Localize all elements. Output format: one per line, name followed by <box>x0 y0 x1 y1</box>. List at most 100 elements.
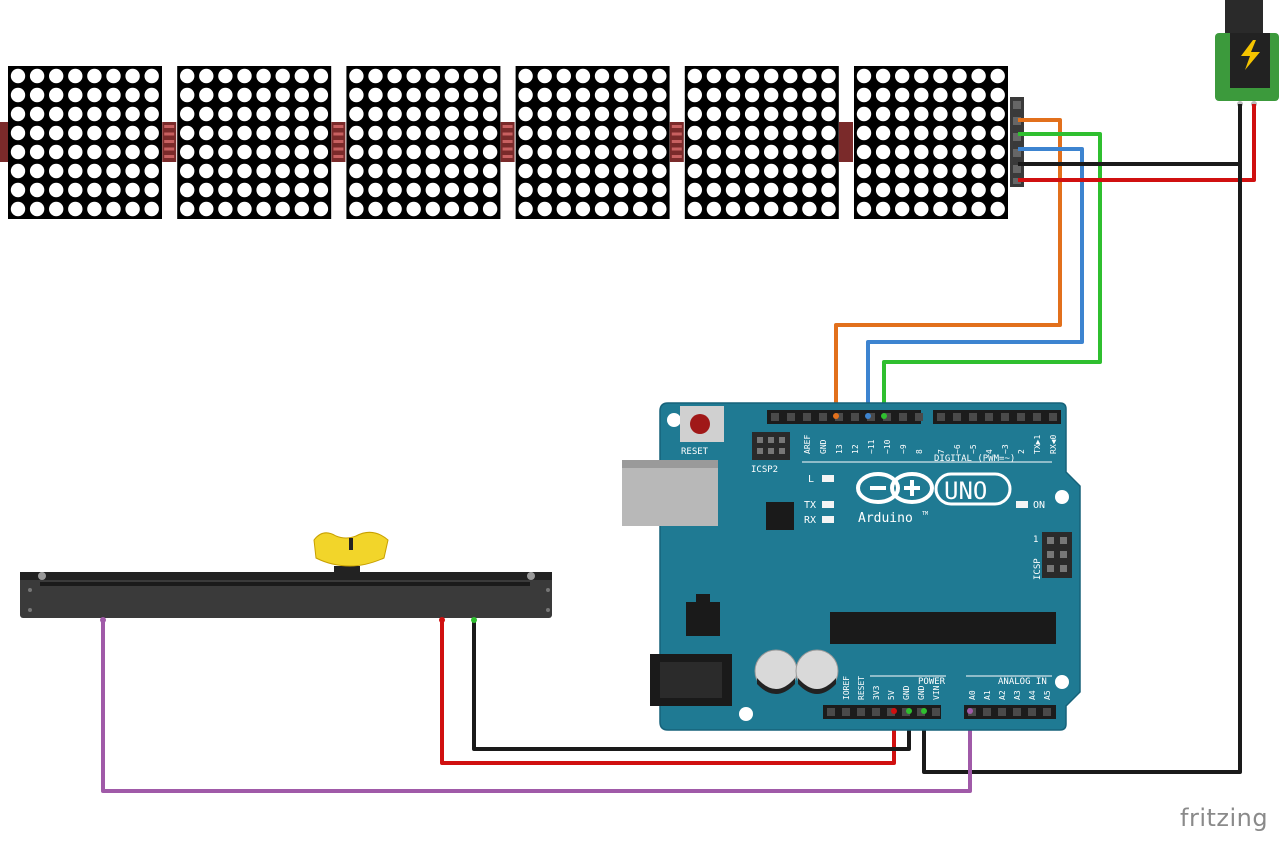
led-dot <box>144 144 159 160</box>
header-pin[interactable] <box>998 708 1006 716</box>
header-pin[interactable] <box>835 413 843 421</box>
led-dot <box>556 182 571 198</box>
header-pin[interactable] <box>915 413 923 421</box>
led-dot <box>764 125 779 141</box>
header-pin[interactable] <box>953 413 961 421</box>
led-dot <box>764 87 779 103</box>
led-dot <box>125 163 140 179</box>
led-dot <box>218 144 233 160</box>
led-dot <box>349 163 364 179</box>
led-dot <box>199 144 214 160</box>
pin-label: ~6 <box>953 444 962 454</box>
led-dot <box>821 125 836 141</box>
header-pin[interactable] <box>937 413 945 421</box>
led-dot <box>425 106 440 122</box>
led-dot <box>971 106 986 122</box>
pin-label: A1 <box>983 690 992 700</box>
led-dot <box>537 68 552 84</box>
led-dot <box>802 163 817 179</box>
led-dot <box>256 106 271 122</box>
led-dot <box>537 144 552 160</box>
led-dot <box>144 87 159 103</box>
header-pin[interactable] <box>867 413 875 421</box>
led-dot <box>821 201 836 217</box>
led-dot <box>952 125 967 141</box>
led-dot <box>275 68 290 84</box>
led-dot <box>537 87 552 103</box>
led-dot <box>482 68 498 84</box>
header-pin[interactable] <box>851 413 859 421</box>
header-pin[interactable] <box>1033 413 1041 421</box>
led-dot <box>349 68 364 84</box>
header-pin[interactable] <box>827 708 835 716</box>
header-pin[interactable] <box>932 708 940 716</box>
header-pin[interactable] <box>771 413 779 421</box>
led-dot <box>463 163 479 179</box>
header-pin[interactable] <box>887 708 895 716</box>
header-pin[interactable] <box>803 413 811 421</box>
led-dot <box>875 125 891 141</box>
matrix-connector <box>331 122 346 162</box>
led-dot <box>875 201 891 217</box>
led-dot <box>482 87 498 103</box>
header-pin[interactable] <box>819 413 827 421</box>
led-dot <box>537 182 552 198</box>
header-pin[interactable] <box>1049 413 1057 421</box>
header-pin[interactable] <box>899 413 907 421</box>
header-pin[interactable] <box>1043 708 1051 716</box>
led-dot <box>556 87 571 103</box>
led-dot <box>125 125 140 141</box>
led-dot <box>783 87 798 103</box>
led-dot <box>783 182 798 198</box>
led-matrix-chain <box>0 66 1008 219</box>
header-pin[interactable] <box>902 708 910 716</box>
led-dot <box>10 68 26 84</box>
pin-label: ~10 <box>883 439 892 454</box>
led-dot <box>463 68 479 84</box>
led-dot <box>633 68 648 84</box>
led-dot <box>652 163 667 179</box>
header-pin[interactable] <box>1017 413 1025 421</box>
led-dot <box>971 144 986 160</box>
led-dot <box>275 106 290 122</box>
pin-label: GND <box>902 685 911 700</box>
led-dot <box>518 106 533 122</box>
led-dot <box>313 201 329 217</box>
led-dot <box>764 144 779 160</box>
led-dot <box>575 201 591 217</box>
led-dot <box>368 201 383 217</box>
led-dot <box>463 144 479 160</box>
led-dot <box>744 201 760 217</box>
led-dot <box>518 87 533 103</box>
led-dot <box>856 182 872 198</box>
led-dot <box>29 125 45 141</box>
header-pin[interactable] <box>1001 413 1009 421</box>
header-pin[interactable] <box>883 413 891 421</box>
header-pin[interactable] <box>983 708 991 716</box>
led-dot <box>652 106 667 122</box>
header-pin[interactable] <box>1028 708 1036 716</box>
header-pin[interactable] <box>787 413 795 421</box>
pin-label: 2 <box>1017 449 1026 454</box>
led-dot <box>613 87 629 103</box>
header-pin[interactable] <box>969 413 977 421</box>
led-dot <box>294 125 309 141</box>
header-pin[interactable] <box>842 708 850 716</box>
led-dot <box>275 201 290 217</box>
led-dot <box>633 163 648 179</box>
led-dot <box>10 125 26 141</box>
header-pin[interactable] <box>872 708 880 716</box>
led-dot <box>406 106 421 122</box>
icsp-header <box>1042 532 1072 578</box>
led-dot <box>349 201 364 217</box>
header-pin[interactable] <box>857 708 865 716</box>
header-pin[interactable] <box>1013 708 1021 716</box>
header-pin[interactable] <box>985 413 993 421</box>
led-dot <box>68 125 83 141</box>
led-dot <box>652 144 667 160</box>
led-dot <box>633 201 648 217</box>
header-pin[interactable] <box>917 708 925 716</box>
led-dot <box>594 106 610 122</box>
led-dot <box>633 106 648 122</box>
matrix-connector <box>841 122 853 162</box>
